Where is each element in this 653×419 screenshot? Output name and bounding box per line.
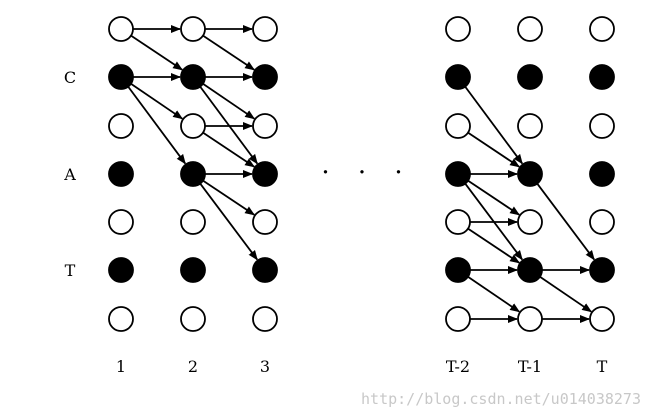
edges-layer	[127, 25, 595, 323]
node-c2-row6-empty	[180, 306, 206, 332]
node-c3-row6-empty	[252, 306, 278, 332]
node-ct-row3-filled	[589, 161, 615, 187]
node-c2-row3-filled	[180, 161, 206, 187]
edge-c2-r1-to-c3-r2	[202, 83, 256, 120]
node-c1-row5-filled	[108, 257, 134, 283]
edge-c2-r2-to-c3-r3	[202, 131, 256, 168]
edge-c2-r1-to-c3-r3	[199, 86, 258, 165]
edge-c2-r3-to-c3-r5	[199, 183, 258, 261]
node-ct2-row4-empty	[445, 209, 471, 235]
node-ct2-row5-filled	[445, 257, 471, 283]
node-ct-row0-empty	[589, 16, 615, 42]
node-c1-row4-empty	[108, 209, 134, 235]
labels-layer: 1 2 3 T-2 T-1 T C A T	[63, 68, 607, 376]
node-ct2-row1-filled	[445, 64, 471, 90]
node-ct-row6-empty	[589, 306, 615, 332]
node-c2-row1-filled	[180, 64, 206, 90]
edge-c1-r1-to-c2-r2	[130, 83, 184, 120]
node-c1-row2-empty	[108, 113, 134, 139]
row-label-a: A	[63, 165, 76, 184]
edge-c1-r0-to-c2-r1	[130, 34, 184, 71]
edge-c2-r3-to-c3-r4	[202, 179, 256, 216]
node-c2-row4-empty	[180, 209, 206, 235]
edge-ct2-r5-to-ct1-r6	[467, 276, 521, 313]
node-ct1-row0-empty	[517, 16, 543, 42]
edge-ct2-r2-to-ct1-r3	[467, 131, 521, 168]
edge-ct1-r3-to-ct-r5	[536, 183, 595, 261]
node-ct-row2-empty	[589, 113, 615, 139]
node-ct2-row0-empty	[445, 16, 471, 42]
row-label-t: T	[65, 261, 76, 280]
node-c3-row0-empty	[252, 16, 278, 42]
edge-ct2-r3-to-ct1-r4	[467, 179, 521, 216]
node-ct1-row5-filled	[517, 257, 543, 283]
node-ct-row1-filled	[589, 64, 615, 90]
node-ct-row4-empty	[589, 209, 615, 235]
node-c2-row0-empty	[180, 16, 206, 42]
column-label-ct2: T-2	[446, 357, 470, 376]
column-label-ct: T	[597, 357, 608, 376]
ellipsis: · · ·	[321, 158, 412, 188]
column-label-c2: 2	[188, 357, 198, 376]
node-ct2-row2-empty	[445, 113, 471, 139]
node-ct1-row4-empty	[517, 209, 543, 235]
edge-c1-r1-to-c2-r3	[127, 86, 186, 165]
column-label-ct1: T-1	[518, 357, 542, 376]
node-c3-row3-filled	[252, 161, 278, 187]
node-ct1-row3-filled	[517, 161, 543, 187]
node-c3-row1-filled	[252, 64, 278, 90]
node-ct1-row1-filled	[517, 64, 543, 90]
node-ct-row5-filled	[589, 257, 615, 283]
nodes-layer	[108, 16, 615, 332]
node-c1-row1-filled	[108, 64, 134, 90]
edge-ct2-r1-to-ct1-r3	[464, 86, 523, 165]
watermark: http://blog.csdn.net/u014038273	[361, 390, 641, 408]
node-ct1-row2-empty	[517, 113, 543, 139]
node-c2-row5-filled	[180, 257, 206, 283]
node-c3-row5-filled	[252, 257, 278, 283]
edge-ct1-r5-to-ct-r6	[539, 276, 593, 313]
edge-ct2-r4-to-ct1-r5	[467, 227, 521, 264]
node-ct2-row6-empty	[445, 306, 471, 332]
row-label-c: C	[64, 68, 76, 87]
node-c1-row0-empty	[108, 16, 134, 42]
node-c3-row2-empty	[252, 113, 278, 139]
node-c3-row4-empty	[252, 209, 278, 235]
node-ct1-row6-empty	[517, 306, 543, 332]
node-c2-row2-empty	[180, 113, 206, 139]
edge-c2-r0-to-c3-r1	[202, 34, 256, 71]
column-label-c1: 1	[116, 357, 126, 376]
node-c1-row3-filled	[108, 161, 134, 187]
node-ct2-row3-filled	[445, 161, 471, 187]
column-label-c3: 3	[260, 357, 270, 376]
node-c1-row6-empty	[108, 306, 134, 332]
